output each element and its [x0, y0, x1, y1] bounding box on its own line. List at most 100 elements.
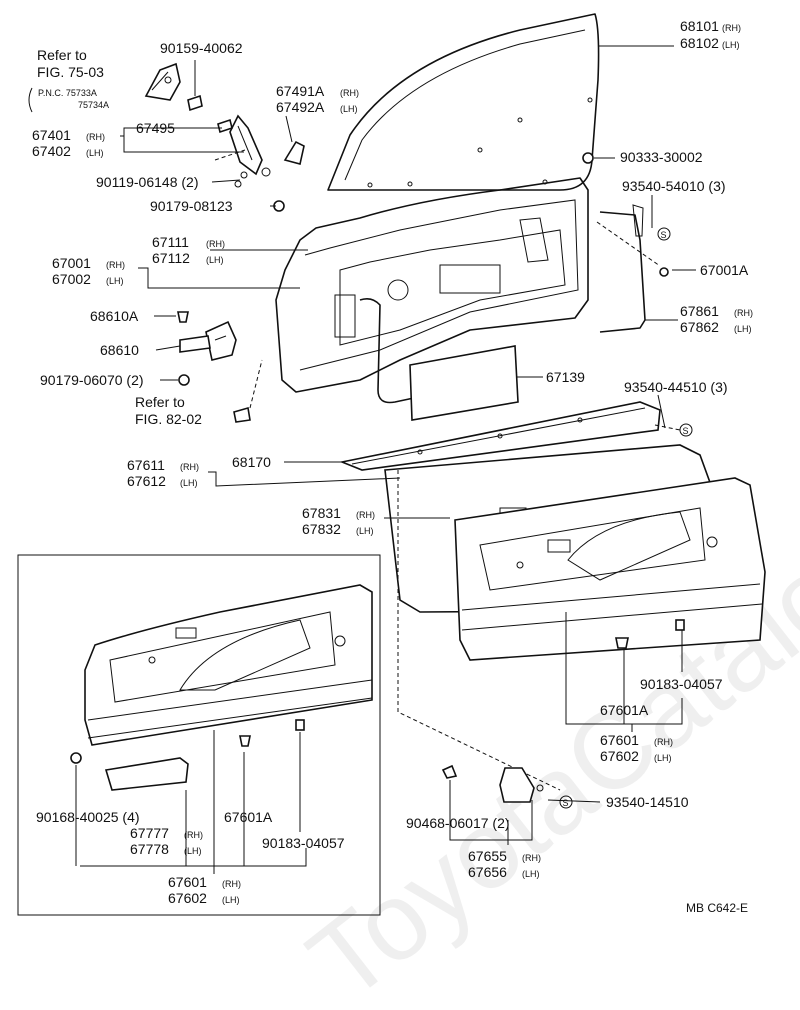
label-67655: 67655: [468, 848, 507, 864]
svg-text:S: S: [683, 426, 689, 436]
svg-text:(RH): (RH): [522, 853, 541, 863]
svg-text:(LH): (LH): [522, 869, 540, 879]
svg-text:(LH): (LH): [86, 148, 104, 158]
svg-text:(RH): (RH): [206, 239, 225, 249]
label-68101: 68101: [680, 18, 719, 34]
label-67495: 67495: [136, 120, 175, 136]
label-67139: 67139: [546, 369, 585, 385]
label-67777: 67777: [130, 825, 169, 841]
ref-fig75-l3: P.N.C. 75733A: [38, 88, 97, 98]
ref-fig82-l2: FIG. 82-02: [135, 411, 202, 427]
svg-text:(RH): (RH): [654, 737, 673, 747]
svg-text:(RH): (RH): [722, 23, 741, 33]
label-67491A: 67491A: [276, 83, 325, 99]
label-67402: 67402: [32, 143, 71, 159]
ref-fig75-l2: FIG. 75-03: [37, 64, 104, 80]
belt-moulding: [339, 401, 681, 471]
door-trim-panel: [454, 477, 766, 661]
label-67111: 67111: [152, 234, 189, 250]
nut-90179b: [178, 374, 190, 386]
svg-text:(LH): (LH): [654, 753, 672, 763]
svg-text:S: S: [661, 230, 667, 240]
label-67601-b: 67601: [168, 874, 207, 890]
label-67492A: 67492A: [276, 99, 325, 115]
svg-text:(RH): (RH): [106, 260, 125, 270]
label-67602-a: 67602: [600, 748, 639, 764]
bolt-90159: [187, 60, 203, 112]
svg-text:(LH): (LH): [734, 324, 752, 334]
part-labels: 68101 (RH) 68102 (LH) Refer to FIG. 75-0…: [28, 18, 753, 915]
door-glass: [327, 13, 600, 191]
pull-handle-cover: [499, 767, 544, 803]
label-67656: 67656: [468, 864, 507, 880]
label-68610A: 68610A: [90, 308, 139, 324]
variant-inset: [17, 554, 381, 916]
svg-text:(LH): (LH): [356, 526, 374, 536]
clip-90468: [441, 764, 458, 779]
plug-90333: [582, 152, 594, 164]
mirror-bracket: [144, 62, 181, 101]
label-93540b: 93540-44510 (3): [624, 379, 728, 395]
svg-text:(LH): (LH): [180, 478, 198, 488]
door-frame: [275, 177, 589, 404]
svg-text:(RH): (RH): [340, 88, 359, 98]
svg-text:(RH): (RH): [734, 308, 753, 318]
label-68102: 68102: [680, 35, 719, 51]
diagram-code: MB C642-E: [686, 901, 748, 915]
label-93540c: 93540-14510: [606, 794, 689, 810]
leader-lines: [75, 45, 696, 874]
svg-text:(LH): (LH): [206, 255, 224, 265]
label-67601A-b: 67601A: [224, 809, 273, 825]
label-67612: 67612: [127, 473, 166, 489]
clip-67601A: [615, 637, 629, 649]
label-90183b: 90183-04057: [262, 835, 345, 851]
svg-text:(LH): (LH): [184, 846, 202, 856]
svg-text:(RH): (RH): [180, 462, 199, 472]
svg-text:(RH): (RH): [184, 830, 203, 840]
label-90183a: 90183-04057: [640, 676, 723, 692]
label-67778: 67778: [130, 841, 169, 857]
clip-90183: [675, 619, 685, 631]
label-67002: 67002: [52, 271, 91, 287]
label-90168: 90168-40025 (4): [36, 809, 140, 825]
label-67611: 67611: [127, 457, 165, 473]
label-90159: 90159-40062: [160, 40, 243, 56]
label-67832: 67832: [302, 521, 341, 537]
label-90119: 90119-06148 (2): [96, 174, 198, 190]
clip-67001A: [659, 267, 669, 277]
label-93540a: 93540-54010 (3): [622, 178, 726, 194]
screw-68610A: [177, 311, 189, 323]
label-67001A: 67001A: [700, 262, 749, 278]
label-90179a: 90179-08123: [150, 198, 233, 214]
svg-text:(LH): (LH): [340, 104, 358, 114]
service-hole-cover: [409, 345, 519, 421]
fig82-grommet: [233, 359, 263, 423]
ref-fig82-l1: Refer to: [135, 394, 185, 410]
ref-fig75-l1: Refer to: [37, 47, 87, 63]
label-67862: 67862: [680, 319, 719, 335]
label-68610: 68610: [100, 342, 139, 358]
ref-fig75-l4: 75734A: [78, 100, 109, 110]
label-67601-a: 67601: [600, 732, 639, 748]
label-67831: 67831: [302, 505, 341, 521]
corner-garnish: [214, 114, 305, 188]
label-67602-b: 67602: [168, 890, 207, 906]
svg-text:S: S: [563, 798, 569, 808]
label-90468: 90468-06017 (2): [406, 815, 510, 831]
label-67601A-a: 67601A: [600, 702, 649, 718]
svg-text:(RH): (RH): [222, 879, 241, 889]
door-lock: [179, 320, 237, 361]
label-67112: 67112: [152, 250, 190, 266]
svg-text:(LH): (LH): [222, 895, 240, 905]
svg-text:(RH): (RH): [356, 510, 375, 520]
label-90333: 90333-30002: [620, 149, 703, 165]
svg-text:(LH): (LH): [722, 40, 740, 50]
weatherstrip: [596, 204, 661, 333]
label-67001: 67001: [52, 255, 91, 271]
svg-text:(LH): (LH): [106, 276, 124, 286]
label-67401: 67401: [32, 127, 71, 143]
s-marks: S S S: [559, 227, 693, 809]
label-90179b: 90179-06070 (2): [40, 372, 144, 388]
label-67861: 67861: [680, 303, 719, 319]
